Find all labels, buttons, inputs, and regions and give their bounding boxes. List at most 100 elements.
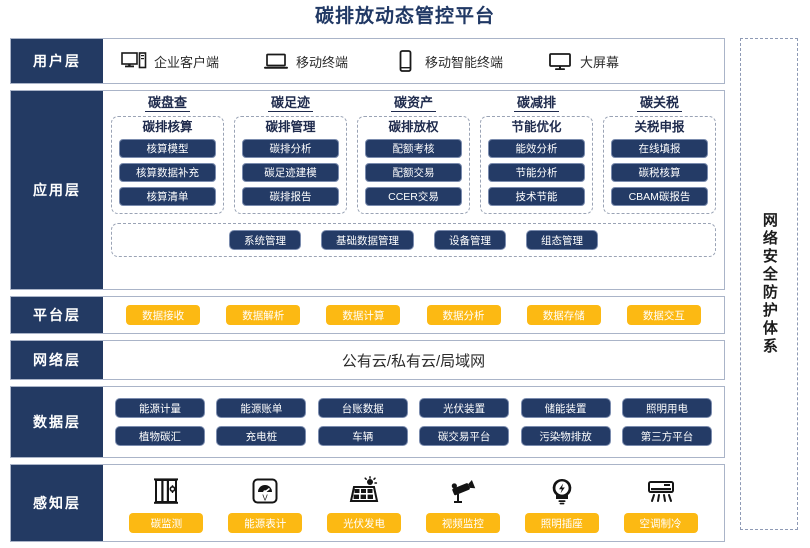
app-group-title: 碳资产 xyxy=(390,95,436,112)
data-chip-ledger-data[interactable]: 台账数据 xyxy=(317,398,408,418)
perception-item-pv-generation[interactable]: 光伏发电 xyxy=(318,473,410,533)
app-chip[interactable]: 在线填报 xyxy=(611,139,708,158)
user-item-enterprise-client[interactable]: 企业客户端 xyxy=(121,50,219,72)
data-chip-third-party-platform[interactable]: 第三方平台 xyxy=(621,426,712,446)
network-security-label: 网络安全防护体系 xyxy=(760,212,778,356)
layer-body-application: 碳盘查 碳排核算 核算模型 核算数据补充 核算清单 碳足迹 碳排管理 xyxy=(103,91,724,289)
data-chip-carbon-trading-platform[interactable]: 碳交易平台 xyxy=(419,426,510,446)
app-chip[interactable]: 能效分析 xyxy=(488,139,585,158)
layer-row-perception: 感知层 xyxy=(10,464,725,542)
app-group-box: 关税申报 在线填报 碳税核算 CBAM碳报告 xyxy=(603,116,716,214)
layer-row-application: 应用层 碳盘查 碳排核算 核算模型 核算数据补充 核算清单 xyxy=(10,90,725,290)
solar-panel-icon xyxy=(348,473,380,509)
user-item-label: 移动终端 xyxy=(296,54,349,70)
perception-chip-label[interactable]: 碳监测 xyxy=(129,513,204,533)
layer-row-user: 用户层 xyxy=(10,38,725,84)
platform-chip-data-analysis[interactable]: 数据分析 xyxy=(426,305,501,325)
management-chip-configuration[interactable]: 组态管理 xyxy=(526,230,598,250)
management-chip-base-data[interactable]: 基础数据管理 xyxy=(321,230,414,250)
layer-label-perception: 感知层 xyxy=(11,465,103,541)
layer-body-data: 能源计量 能源账单 台账数据 光伏装置 储能装置 照明用电 植物碳汇 充电桩 车… xyxy=(103,387,724,457)
platform-chip-data-storage[interactable]: 数据存储 xyxy=(526,305,601,325)
network-security-sidebar: 网络安全防护体系 xyxy=(740,38,798,530)
app-group-title: 碳盘查 xyxy=(144,95,190,112)
perception-item-hvac-cooling[interactable]: 空调制冷 xyxy=(615,473,707,533)
management-chip-system[interactable]: 系统管理 xyxy=(229,230,301,250)
app-chip[interactable]: CCER交易 xyxy=(365,187,462,206)
data-chip-vehicle[interactable]: 车辆 xyxy=(317,426,408,446)
data-row-2: 植物碳汇 充电桩 车辆 碳交易平台 污染物排放 第三方平台 xyxy=(115,426,712,446)
layer-stack: 用户层 xyxy=(10,38,725,548)
app-chip[interactable]: 技术节能 xyxy=(488,187,585,206)
perception-item-lighting-socket[interactable]: 照明插座 xyxy=(516,473,608,533)
laptop-icon xyxy=(263,50,289,72)
network-description: 公有云/私有云/局域网 xyxy=(341,352,486,370)
app-group-subtitle: 碳排放权 xyxy=(388,120,439,134)
app-group-box: 碳排管理 碳排分析 碳足迹建模 碳排报告 xyxy=(234,116,347,214)
app-group-subtitle: 碳排核算 xyxy=(142,120,193,134)
data-chip-energy-metering[interactable]: 能源计量 xyxy=(115,398,205,418)
app-chip[interactable]: CBAM碳报告 xyxy=(611,187,708,206)
layer-label-platform: 平台层 xyxy=(11,297,103,333)
layer-row-data: 数据层 能源计量 能源账单 台账数据 光伏装置 储能装置 照明用电 植物碳汇 充… xyxy=(10,386,725,458)
data-chip-energy-bill[interactable]: 能源账单 xyxy=(216,398,307,418)
platform-chip-data-exchange[interactable]: 数据交互 xyxy=(626,305,701,325)
app-group-title: 碳减排 xyxy=(513,95,559,112)
app-group-carbon-asset: 碳资产 碳排放权 配额考核 配额交易 CCER交易 xyxy=(357,95,470,214)
app-group-carbon-inventory: 碳盘查 碳排核算 核算模型 核算数据补充 核算清单 xyxy=(111,95,224,214)
user-item-large-screen[interactable]: 大屏幕 xyxy=(547,50,619,72)
management-chip-device[interactable]: 设备管理 xyxy=(434,230,506,250)
app-chip[interactable]: 碳足迹建模 xyxy=(242,163,339,182)
perception-chip-label[interactable]: 视频监控 xyxy=(425,513,500,533)
app-chip[interactable]: 核算模型 xyxy=(119,139,216,158)
perception-chip-label[interactable]: 空调制冷 xyxy=(623,513,698,533)
user-item-label: 大屏幕 xyxy=(580,54,620,70)
layer-label-network: 网络层 xyxy=(11,341,103,379)
platform-chip-data-receive[interactable]: 数据接收 xyxy=(126,305,201,325)
perception-chip-label[interactable]: 能源表计 xyxy=(228,513,303,533)
page-title: 碳排放动态管控平台 xyxy=(314,6,495,27)
layer-body-user: 企业客户端 移动终端 xyxy=(103,39,724,83)
data-chip-pollutant-emission[interactable]: 污染物排放 xyxy=(520,426,611,446)
app-group-box: 碳排放权 配额考核 配额交易 CCER交易 xyxy=(357,116,470,214)
app-chip[interactable]: 碳排分析 xyxy=(242,139,339,158)
platform-chip-data-parse[interactable]: 数据解析 xyxy=(226,305,301,325)
app-chip[interactable]: 节能分析 xyxy=(488,163,585,182)
app-group-carbon-footprint: 碳足迹 碳排管理 碳排分析 碳足迹建模 碳排报告 xyxy=(234,95,347,214)
user-item-mobile-terminal[interactable]: 移动终端 xyxy=(263,50,348,72)
data-chip-storage-device[interactable]: 储能装置 xyxy=(520,398,611,418)
user-item-smart-mobile-terminal[interactable]: 移动智能终端 xyxy=(392,50,503,72)
app-chip[interactable]: 配额考核 xyxy=(365,139,462,158)
data-chip-charging-pile[interactable]: 充电桩 xyxy=(216,426,307,446)
gauge-meter-icon: V xyxy=(250,473,280,509)
data-chip-plant-carbon-sink[interactable]: 植物碳汇 xyxy=(115,426,205,446)
app-chip[interactable]: 核算数据补充 xyxy=(119,163,216,182)
data-chip-pv-device[interactable]: 光伏装置 xyxy=(419,398,510,418)
perception-chip-label[interactable]: 照明插座 xyxy=(524,513,599,533)
data-item-grid: 能源计量 能源账单 台账数据 光伏装置 储能装置 照明用电 植物碳汇 充电桩 车… xyxy=(103,387,724,457)
layer-label-data: 数据层 xyxy=(11,387,103,457)
app-group-subtitle: 碳排管理 xyxy=(265,120,316,134)
perception-item-video-surveillance[interactable]: 视频监控 xyxy=(417,473,509,533)
perception-item-energy-meter[interactable]: V 能源表计 xyxy=(219,473,311,533)
perception-chip-label[interactable]: 光伏发电 xyxy=(327,513,402,533)
app-group-box: 节能优化 能效分析 节能分析 技术节能 xyxy=(480,116,593,214)
user-item-list: 企业客户端 移动终端 xyxy=(103,39,724,83)
perception-item-carbon-monitor[interactable]: 碳监测 xyxy=(120,473,212,533)
app-chip[interactable]: 配额交易 xyxy=(365,163,462,182)
app-group-title: 碳关税 xyxy=(636,95,682,112)
app-chip[interactable]: 核算清单 xyxy=(119,187,216,206)
carbon-cabinet-icon xyxy=(151,473,181,509)
cctv-camera-icon xyxy=(447,473,479,509)
layer-body-perception: 碳监测 V 能源表计 xyxy=(103,465,724,541)
app-chip[interactable]: 碳税核算 xyxy=(611,163,708,182)
data-chip-lighting-power[interactable]: 照明用电 xyxy=(621,398,712,418)
layer-body-platform: 数据接收 数据解析 数据计算 数据分析 数据存储 数据交互 xyxy=(103,297,724,333)
layer-body-network: 公有云/私有云/局域网 xyxy=(103,341,724,379)
app-group-subtitle: 关税申报 xyxy=(634,120,685,134)
air-conditioner-icon xyxy=(645,473,677,509)
platform-chip-data-compute[interactable]: 数据计算 xyxy=(326,305,401,325)
app-chip[interactable]: 碳排报告 xyxy=(242,187,339,206)
light-bulb-icon xyxy=(547,473,577,509)
